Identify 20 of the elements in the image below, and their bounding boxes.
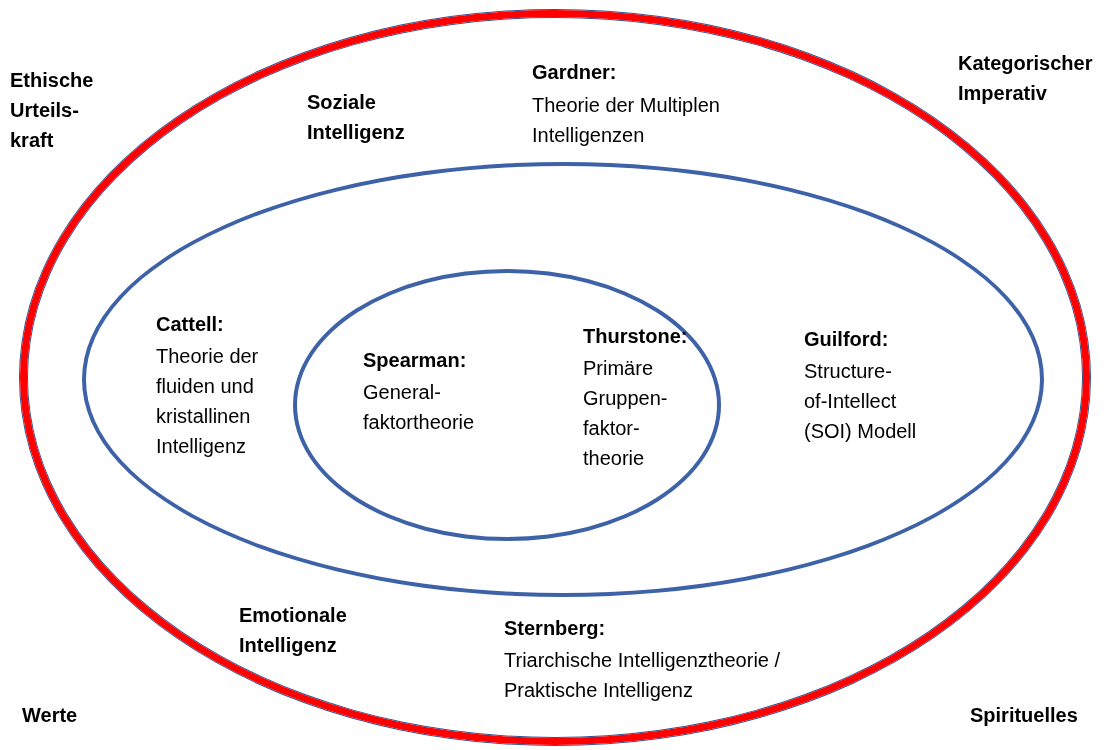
body-text: Primäre Gruppen- faktor- theorie [583,356,669,471]
heading-text: Sternberg: [504,616,607,641]
corner-label: Kategorischer Imperativ [958,51,1094,106]
middle-ellipse [82,162,1044,597]
heading-text: Thurstone: [583,324,689,349]
heading-text: Cattell: [156,312,225,337]
heading-text: Emotionale Intelligenz [239,603,348,658]
corner-label: Werte [22,703,79,728]
corner-label: Ethische Urteils- kraft [10,68,95,153]
heading-text: Spearman: [363,348,468,373]
heading-text: Soziale Intelligenz [307,90,406,145]
heading-text: Gardner: [532,60,618,85]
body-text: General- faktortheorie [363,380,476,435]
inner-ellipse [293,269,721,541]
body-text: Structure- of-Intellect (SOI) Modell [804,359,918,444]
body-text: Theorie der Multiplen Intelligenzen [532,93,721,148]
body-text: Triarchische Intelligenztheorie / Praktische Intelligenz [504,648,782,703]
body-text: Theorie der fluiden und kristallinen Intelligenz [156,344,260,459]
corner-label: Spirituelles [970,703,1079,728]
heading-text: Guilford: [804,327,890,352]
